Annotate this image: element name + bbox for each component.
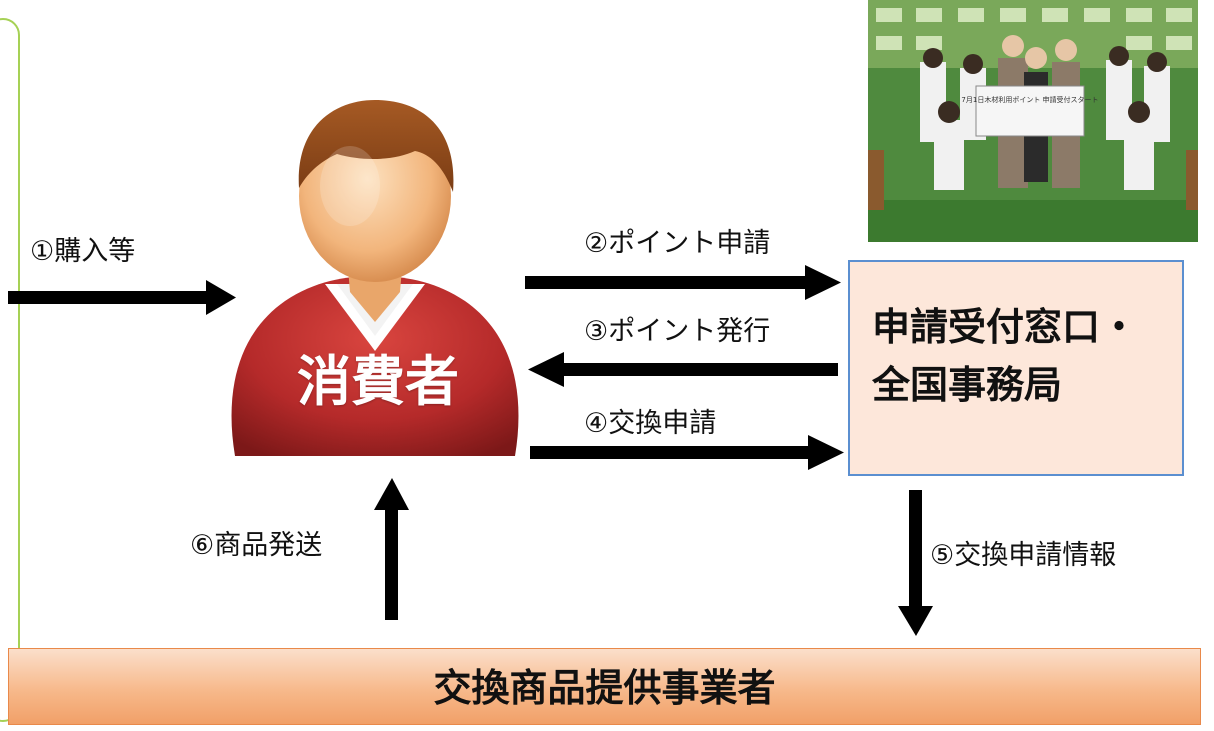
step1-label: ①購入等 [30,236,136,267]
arrow-step2-point-application [525,265,841,300]
arrow-step3-point-issue [528,352,838,387]
consumer-label: 消費者 [297,350,459,413]
event-photo: 7月1日木材利用ポイント 申請受付スタート [868,0,1198,242]
step3-label: ③ポイント発行 [584,316,771,347]
arrow-step4-exchange-application [530,435,844,470]
arrow-step6-shipment [374,478,409,620]
application-office-box: 申請受付窓口・ 全国事務局 [848,260,1184,476]
step4-label: ④交換申請 [584,408,717,439]
arrow-step1-purchase [8,280,236,315]
office-label-line2: 全国事務局 [872,363,1063,407]
left-panel-border [0,18,20,722]
step6-label: ⑥商品発送 [190,530,323,561]
photo-sign-text: 7月1日木材利用ポイント 申請受付スタート [961,95,1098,104]
step5-label: ⑤交換申請情報 [930,540,1117,571]
arrow-step5-exchange-info [898,490,933,636]
office-label-line1: 申請受付窓口・ [872,305,1139,349]
provider-label: 交換商品提供事業者 [433,666,776,710]
consumer-figure [231,100,519,456]
exchange-goods-provider-bar: 交換商品提供事業者 [8,648,1201,725]
step2-label: ②ポイント申請 [584,228,771,259]
